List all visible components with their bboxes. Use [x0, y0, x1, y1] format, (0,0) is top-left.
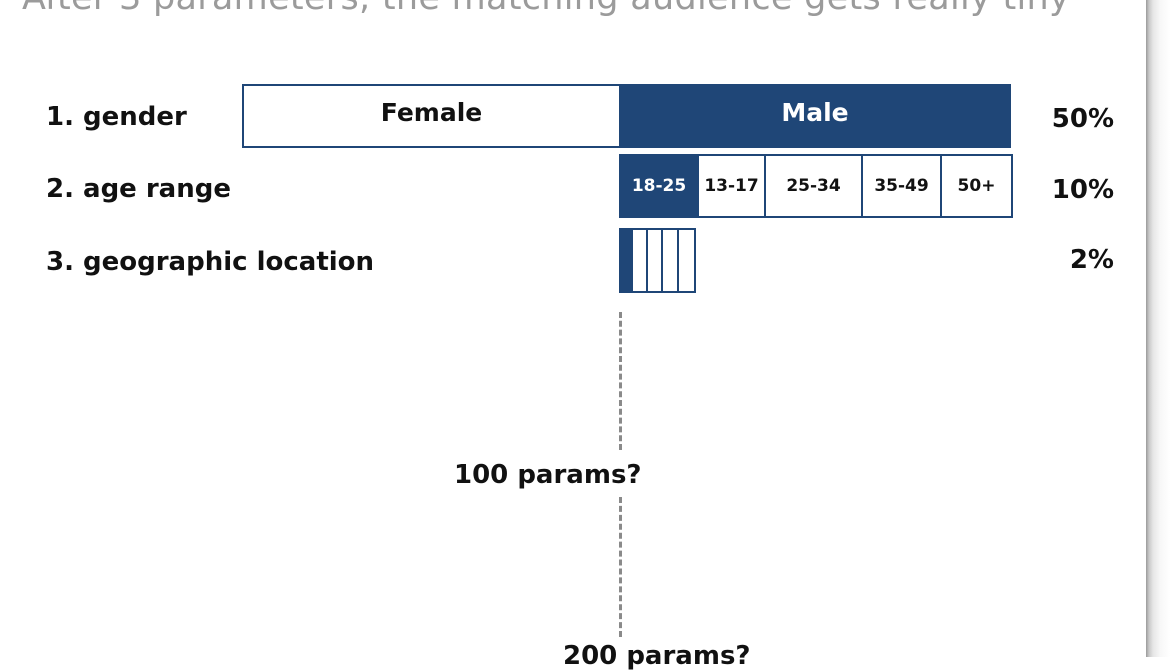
percent-gender: 50%	[1051, 104, 1114, 134]
dashed-connector-line	[619, 312, 622, 450]
params-label-200: 200 params?	[563, 641, 751, 671]
percent-age-range: 10%	[1051, 175, 1114, 205]
gender-segment-male: Male	[619, 84, 1011, 148]
age-segment-35-49: 35-49	[861, 154, 942, 218]
slide-edge-shadow	[1146, 0, 1170, 657]
age-segment-label: 13-17	[704, 176, 759, 196]
slide-title: After 3 parameters, the matching audienc…	[22, 0, 1070, 18]
row-label-gender: 1. gender	[46, 102, 187, 132]
gender-segment-label: Female	[380, 97, 483, 127]
age-segment-25-34: 25-34	[764, 154, 863, 218]
row-label-age-range: 2. age range	[46, 174, 231, 204]
age-segment-label: 25-34	[786, 176, 841, 196]
params-label-100: 100 params?	[454, 460, 642, 490]
age-segment-18-25: 18-25	[619, 154, 699, 218]
location-segment	[677, 228, 696, 293]
percent-geographic-location: 2%	[1069, 245, 1114, 275]
age-segment-label: 50+	[957, 176, 996, 196]
age-segment-label: 35-49	[874, 176, 929, 196]
gender-segment-female: Female	[242, 84, 621, 148]
age-segment-50-plus: 50+	[940, 154, 1013, 218]
dashed-connector-line	[619, 497, 622, 637]
row-label-geographic-location: 3. geographic location	[46, 247, 375, 277]
age-segment-label: 18-25	[631, 176, 687, 196]
age-segment-13-17: 13-17	[697, 154, 766, 218]
gender-segment-label: Male	[781, 97, 849, 127]
